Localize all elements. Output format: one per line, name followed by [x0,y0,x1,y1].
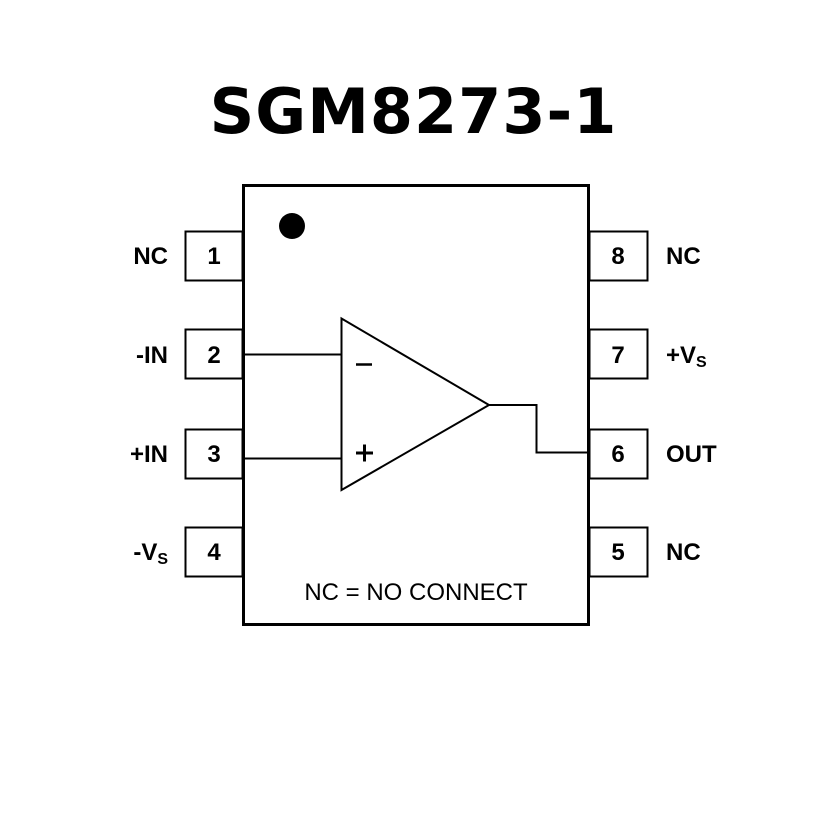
output-wire [489,404,590,454]
pin-8-label: NC [666,243,701,270]
pin-2-number: 2 [207,342,220,369]
no-connect-note: NC = NO CONNECT [304,579,528,606]
pin-1-box [184,230,244,282]
pin-2-label: -IN [136,342,168,369]
pin-5-box [588,526,649,578]
pin-2-box [184,328,244,380]
pin-1-number: 1 [207,243,220,270]
pin-4-label-main: -V [133,539,157,566]
pin-5-number: 5 [611,539,624,566]
chip-title: SGM8273-1 [209,75,618,148]
pin-7-box [588,328,649,380]
pin-7-label: +VS [666,342,707,371]
pin-8-box [588,230,649,282]
pin-7-label-sub: S [696,354,707,371]
pin-8-number: 8 [611,243,624,270]
pin-3-label: +IN [130,441,168,468]
pin-5-label: NC [666,539,701,566]
pin1-indicator-dot [279,213,305,239]
pin-3-box [184,428,244,480]
pin-7-label-main: +V [666,342,696,369]
pin-3-number: 3 [207,441,220,468]
pin-1-label: NC [133,243,168,270]
left-pins: 1 2 3 4 NC -IN +IN -VS [130,230,244,578]
pin-4-label: -VS [133,539,168,568]
pin-6-box [588,428,649,480]
right-pins: 8 7 6 5 NC +VS OUT NC [588,230,717,578]
pin-4-box [184,526,244,578]
pin-4-label-sub: S [157,551,168,568]
pin-7-number: 7 [611,342,624,369]
pin-6-label: OUT [666,441,717,468]
pin-4-number: 4 [207,539,221,566]
opamp-triangle [340,316,491,492]
pin-6-number: 6 [611,441,624,468]
opamp-plus-sign [356,444,373,462]
